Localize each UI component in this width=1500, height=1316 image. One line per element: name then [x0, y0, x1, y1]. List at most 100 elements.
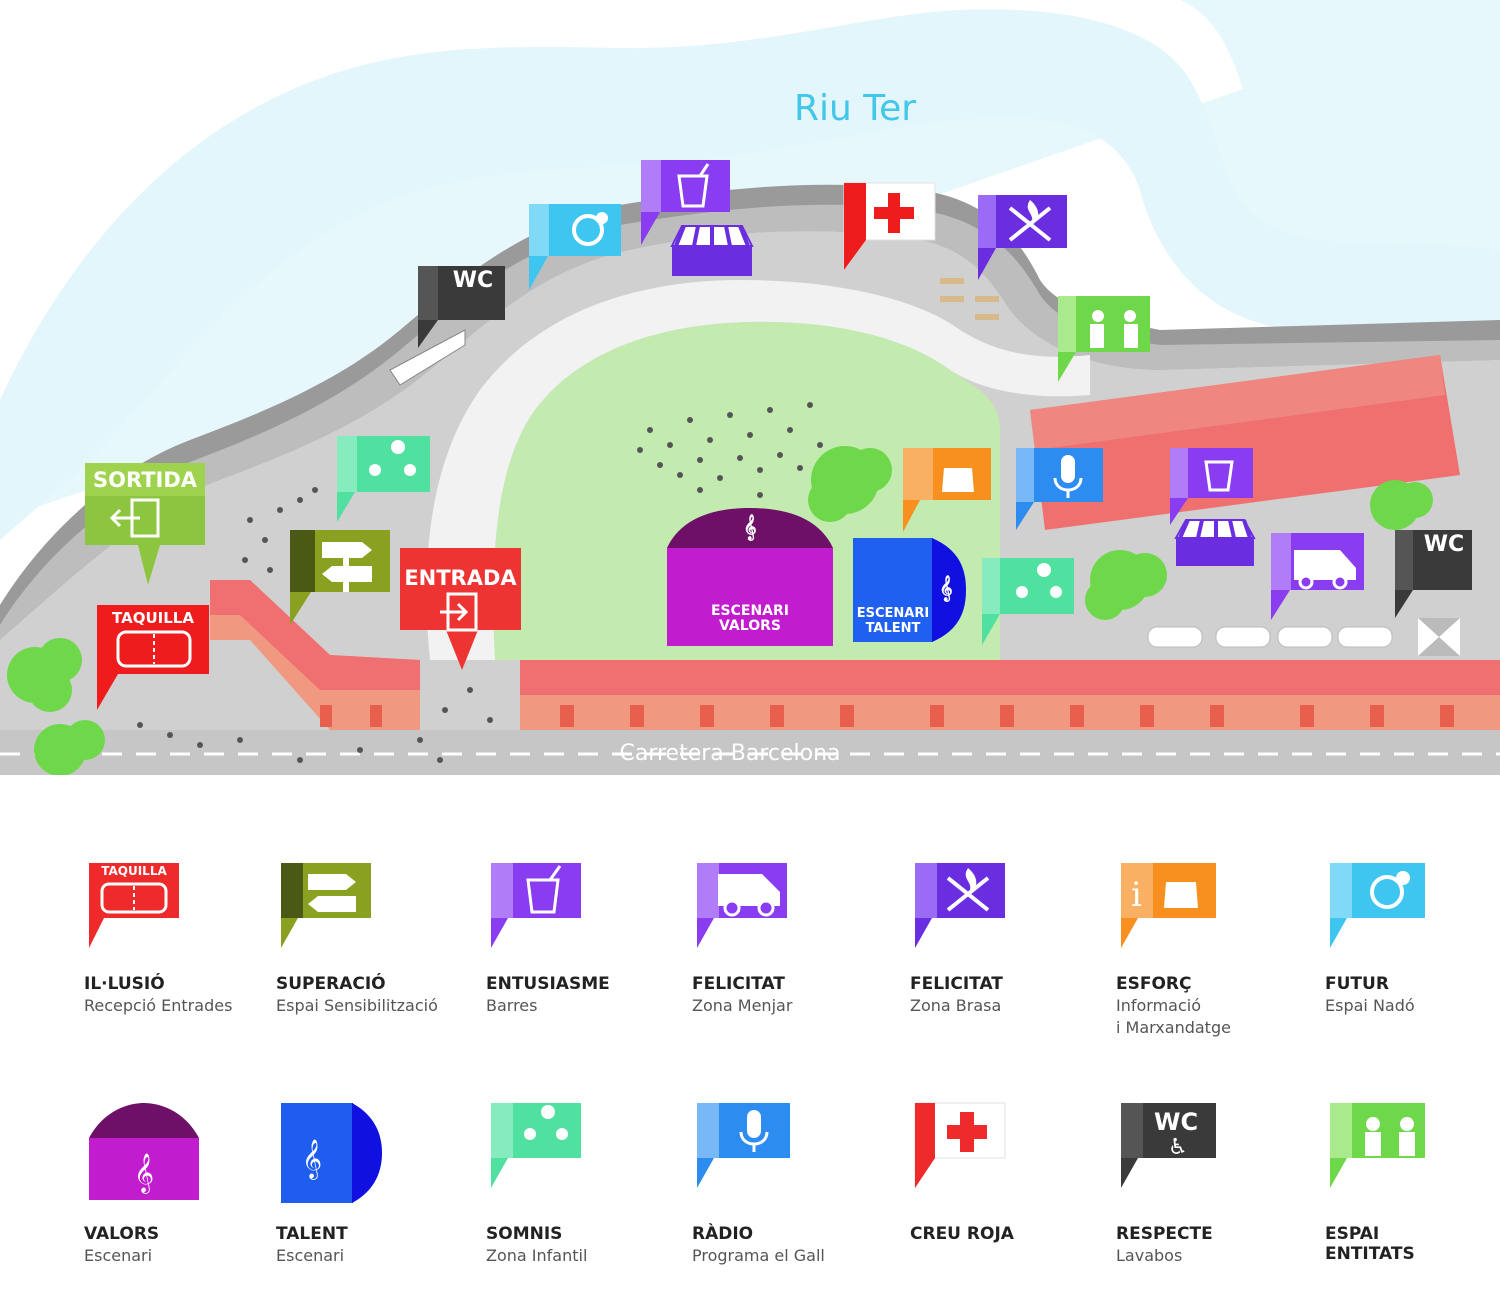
- kids-zone-marker-east[interactable]: [982, 558, 1074, 645]
- buildings-south: [210, 580, 1500, 730]
- wc-east-label: WC: [1423, 532, 1465, 557]
- legend-item-subtitle: Espai Sensibilització: [276, 996, 438, 1015]
- legend-item: SOMNIS Zona Infantil: [486, 1098, 686, 1278]
- legend-item: WC♿WC RESPECTE Lavabos: [1116, 1098, 1316, 1278]
- stage-talent[interactable]: [853, 538, 966, 642]
- trees: [7, 446, 1433, 775]
- legend-icon-tag: TAQUILLA: [101, 864, 167, 878]
- legend-item-title: VALORS: [84, 1224, 160, 1244]
- svg-text:𝄞: 𝄞: [302, 1139, 322, 1180]
- entrance-marker[interactable]: [400, 548, 521, 670]
- road-label: Carretera Barcelona: [619, 741, 841, 766]
- wc-north-label: WC: [452, 268, 494, 293]
- legend-item-subtitle: Zona Menjar: [692, 996, 793, 1015]
- legend-item-subtitle: Zona Brasa: [910, 996, 1002, 1015]
- legend-item-subtitle: Escenari: [276, 1246, 345, 1265]
- wc-icon: WC♿: [1121, 1103, 1216, 1188]
- legend-item: TAQUILLA IL·LUSIÓ Recepció Entrades: [84, 858, 284, 1038]
- legend-item-title: RÀDIO: [692, 1224, 754, 1244]
- exit-marker[interactable]: [85, 463, 205, 585]
- food-truck-icon: [697, 863, 787, 948]
- legend-item-subtitle: Informació i Marxandatge: [1116, 996, 1231, 1037]
- legend-item-title: IL·LUSIÓ: [84, 974, 165, 994]
- ticket-office-label: TAQUILLA: [112, 609, 194, 627]
- pacifier-icon: [1330, 863, 1425, 948]
- music-note-icon: 𝄞: [939, 576, 953, 601]
- info-shop-marker[interactable]: [903, 448, 991, 532]
- stage-talent-label: ESCENARI TALENT: [856, 606, 930, 636]
- crowd: [137, 402, 823, 763]
- svg-text:WC: WC: [1154, 1108, 1198, 1136]
- bar-stall-north: [670, 225, 754, 276]
- red-cross-marker[interactable]: [843, 182, 936, 272]
- legend-item: 𝄞 TALENT Escenari: [276, 1098, 476, 1278]
- signpost-marker[interactable]: [290, 530, 390, 625]
- legend-item-subtitle: Escenari: [84, 1246, 153, 1265]
- picnic-tables: [940, 278, 999, 320]
- map-illustration: [0, 0, 1500, 775]
- legend-item-title: FELICITAT: [910, 974, 1003, 994]
- kids-zone-marker-west[interactable]: [337, 436, 430, 522]
- kids-icon: [491, 1103, 581, 1188]
- legend-item: ESPAI ENTITATS: [1325, 1098, 1500, 1278]
- legend-item-subtitle: Espai Nadó: [1325, 996, 1415, 1015]
- legend-item-subtitle: Barres: [486, 996, 538, 1015]
- svg-text:i: i: [1131, 875, 1142, 915]
- river-label: Riu Ter: [793, 88, 917, 129]
- svg-text:𝄞: 𝄞: [134, 1153, 154, 1194]
- legend-item-title: ESPAI ENTITATS: [1325, 1224, 1415, 1264]
- high-five-icon: [1330, 1103, 1425, 1188]
- stage-talent-icon: 𝄞: [281, 1103, 382, 1203]
- legend-item: 𝄞 VALORS Escenari: [84, 1098, 284, 1278]
- legend-item-subtitle: Lavabos: [1116, 1246, 1183, 1265]
- bbq-icon: [915, 863, 1005, 948]
- bar-marker-north[interactable]: [641, 160, 730, 245]
- radio-marker[interactable]: [1016, 448, 1103, 530]
- exit-label: SORTIDA: [92, 468, 198, 492]
- signpost-icon: [281, 863, 371, 948]
- legend-item: FELICITAT Zona Brasa: [910, 858, 1110, 1038]
- baby-area-marker[interactable]: [529, 204, 621, 290]
- river-wall: [0, 184, 1500, 640]
- legend-item-subtitle: Zona Infantil: [486, 1246, 588, 1265]
- music-note-icon: 𝄞: [743, 515, 757, 540]
- legend-item-subtitle: Recepció Entrades: [84, 996, 233, 1015]
- food-zone-marker[interactable]: [1271, 533, 1364, 620]
- bar-stall-east: [1174, 519, 1256, 566]
- entities-marker[interactable]: [1058, 296, 1150, 382]
- entrance-label: ENTRADA: [404, 566, 517, 590]
- legend-item-title: ENTUSIASME: [486, 974, 610, 994]
- info-shop-icon: i: [1121, 863, 1216, 948]
- building-east: [1030, 355, 1460, 530]
- legend-item-title: FUTUR: [1325, 974, 1389, 994]
- ticket-office-marker[interactable]: [97, 605, 209, 710]
- bar-marker-east[interactable]: [1170, 448, 1253, 525]
- legend-item: SUPERACIÓ Espai Sensibilització: [276, 858, 476, 1038]
- cars: [1147, 626, 1393, 648]
- microphone-icon: [697, 1103, 790, 1188]
- legend-item: FUTUR Espai Nadó: [1325, 858, 1500, 1038]
- bbq-marker[interactable]: [978, 195, 1067, 280]
- legend-item-title: TALENT: [276, 1224, 348, 1244]
- wc-marker-north[interactable]: [418, 266, 505, 348]
- legend-item: FELICITAT Zona Menjar: [692, 858, 892, 1038]
- legend-item: CREU ROJA: [910, 1098, 1110, 1278]
- legend-item-title: ESFORÇ: [1116, 974, 1192, 994]
- legend-item-subtitle: Programa el Gall: [692, 1246, 825, 1265]
- festival-map: Riu Ter Carretera Barcelona SORTIDA ENTR…: [0, 0, 1500, 775]
- legend-item-title: RESPECTE: [1116, 1224, 1213, 1244]
- drink-icon: [491, 863, 581, 948]
- red-cross-icon: [914, 1102, 1006, 1190]
- svg-text:♿: ♿: [1168, 1135, 1188, 1160]
- legend-item-title: FELICITAT: [692, 974, 785, 994]
- legend-item-title: CREU ROJA: [910, 1224, 1014, 1244]
- stage-valors-icon: 𝄞: [89, 1103, 199, 1200]
- wc-marker-east[interactable]: [1395, 530, 1472, 618]
- legend-item-title: SUPERACIÓ: [276, 974, 386, 994]
- stage-valors[interactable]: [667, 508, 833, 646]
- legend-item: ENTUSIASME Barres: [486, 858, 686, 1038]
- legend-item: RÀDIO Programa el Gall: [692, 1098, 892, 1278]
- legend-item-title: SOMNIS: [486, 1224, 563, 1244]
- tents: [389, 329, 1460, 656]
